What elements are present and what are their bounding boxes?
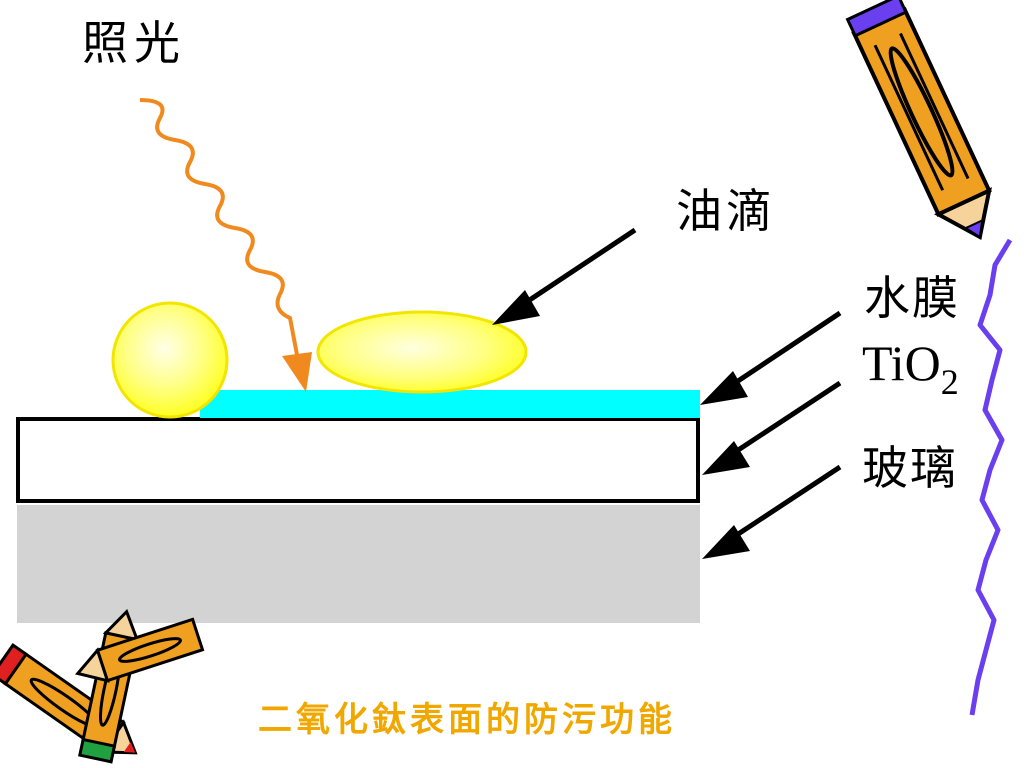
glass-pointer-arrow bbox=[718, 464, 842, 549]
water-film-label: 水膜 bbox=[864, 271, 960, 325]
water-film bbox=[200, 390, 700, 418]
oil-drop-label: 油滴 bbox=[676, 184, 776, 238]
tio2-label: TiO2 bbox=[862, 338, 959, 400]
pencil-icon bbox=[78, 609, 140, 764]
glass-label: 玻璃 bbox=[862, 441, 958, 495]
tio2-pointer-arrow bbox=[718, 380, 842, 465]
light-wave-arrow bbox=[139, 98, 300, 361]
decorative-wavy-line bbox=[969, 238, 1013, 716]
glass-pointer-head bbox=[702, 525, 750, 559]
pencil-icon bbox=[845, 0, 992, 240]
tio2-layer bbox=[16, 417, 700, 503]
tio2-pointer-head bbox=[702, 441, 750, 475]
diagram-caption: 二氧化鈦表面的防污功能 bbox=[258, 700, 676, 740]
tio2-label-subscript: 2 bbox=[940, 362, 959, 402]
water-pointer-head bbox=[700, 371, 748, 405]
oil-pointer-head bbox=[492, 290, 540, 325]
tio2-label-main: TiO bbox=[862, 335, 941, 391]
pencil-icon bbox=[74, 617, 205, 683]
light-label: 照光 bbox=[82, 16, 186, 70]
oil-droplet bbox=[316, 310, 528, 394]
round-droplet bbox=[111, 301, 229, 419]
oil-pointer-arrow bbox=[508, 227, 637, 316]
light-arrowhead bbox=[282, 352, 312, 392]
glass-layer bbox=[17, 505, 700, 623]
water-pointer-arrow bbox=[718, 310, 842, 396]
